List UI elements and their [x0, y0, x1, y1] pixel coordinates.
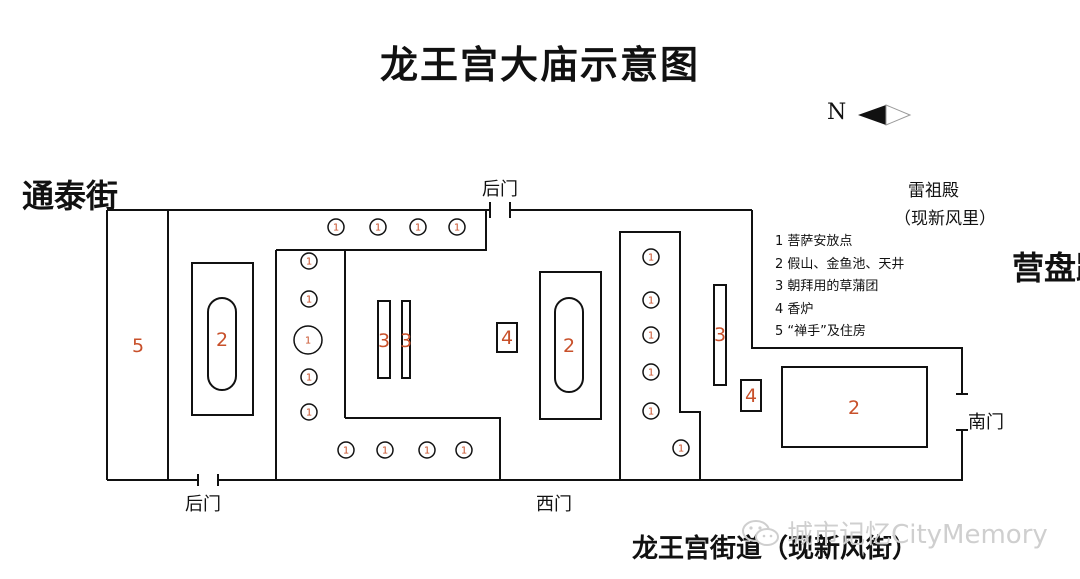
cushion [377, 300, 391, 379]
statue-marker [300, 252, 318, 270]
street-west-label: 通泰街 [22, 177, 119, 215]
statue-marker [300, 403, 318, 421]
label-pond: 2 [216, 329, 228, 351]
statue-marker [376, 441, 394, 459]
statue-label: 1 [454, 223, 460, 234]
statue-label: 1 [306, 373, 312, 384]
gate-back-bottom: 后门 [185, 494, 221, 515]
statue-marker [369, 218, 387, 236]
legend-item: 2 假山、金鱼池、天井 [775, 256, 905, 272]
statue-marker [448, 218, 466, 236]
label-cushion: 3 [378, 330, 390, 352]
statue-marker [642, 291, 660, 309]
statue-label: 1 [461, 446, 467, 457]
pond-pool [207, 297, 237, 391]
statue-group: 1 1 1 1 1 1 1 1 1 1 1 1 1 1 1 1 1 1 1 [293, 218, 690, 459]
statue-label: 1 [648, 253, 654, 264]
street-east-yingpan: 营盘路 [1012, 242, 1080, 294]
statue-marker [300, 368, 318, 386]
map-title: 龙王宫大庙示意图 [379, 42, 700, 87]
cushion [401, 300, 411, 379]
statue-marker [455, 441, 473, 459]
wall-east-step [751, 210, 963, 394]
zone-labels: 5 2 2 2 3 3 3 4 4 [132, 324, 860, 419]
inner-wall [345, 417, 501, 480]
statue-label: 1 [648, 296, 654, 307]
street-east-label: 营盘路 [1012, 249, 1080, 287]
statue-marker [418, 441, 436, 459]
statue-marker [642, 248, 660, 266]
statue-marker [642, 363, 660, 381]
statue-label: 1 [306, 257, 312, 268]
gate-south: 南门 [968, 412, 1004, 433]
cushion [713, 284, 727, 386]
statue-marker [300, 290, 318, 308]
pond-courtyard [539, 271, 602, 420]
street-west-tongtai: 通泰街 [22, 170, 118, 222]
legend-item: 4 香炉 [775, 301, 814, 317]
pond-courtyard [191, 262, 254, 416]
label-incense: 4 [745, 385, 757, 407]
incense-burner [496, 322, 518, 353]
north-label: N [827, 100, 847, 125]
statue-marker [642, 326, 660, 344]
statue-marker [337, 441, 355, 459]
gate-west: 西门 [536, 494, 572, 515]
statue-label: 1 [424, 446, 430, 457]
statue-label: 1 [415, 223, 421, 234]
statue-marker [672, 439, 690, 457]
wall-south-east [600, 430, 963, 481]
legend-item: 1 菩萨安放点 [775, 234, 853, 249]
north-arrow-icon [858, 104, 912, 126]
statue-label: 1 [648, 407, 654, 418]
statue-label: 1 [382, 446, 388, 457]
watermark: 城市记忆CityMemory [740, 514, 1048, 551]
incense-burner [740, 379, 762, 412]
statue-label: 1 [333, 223, 339, 234]
inner-wall [619, 231, 701, 480]
label-incense: 4 [501, 327, 513, 349]
label-pond: 2 [848, 397, 860, 419]
label-cushion: 3 [400, 330, 412, 352]
statue-label: 1 [648, 368, 654, 379]
statue-marker [409, 218, 427, 236]
legend: 1 菩萨安放点 2 假山、金鱼池、天井 3 朝拜用的草蒲团 4 香炉 5 “禅手… [775, 231, 904, 344]
landmark-leizu-hall: 雷祖殿 [908, 181, 959, 201]
statue-label: 1 [648, 331, 654, 342]
gate-back-top: 后门 [482, 179, 518, 200]
label-cushion: 3 [714, 324, 726, 346]
legend-item: 5 “禅手”及住房 [775, 324, 866, 339]
legend-item: 3 朝拜用的草蒲团 [775, 279, 879, 294]
statue-marker [642, 402, 660, 420]
pond-pool [554, 297, 584, 393]
statue-label: 1 [375, 223, 381, 234]
landmark-note: （现新风里） [894, 209, 996, 229]
watermark-text: 城市记忆CityMemory [787, 520, 1048, 550]
label-pond: 2 [563, 335, 575, 357]
statue-label: 1 [305, 336, 311, 347]
statue-label: 1 [678, 444, 684, 455]
statue-marker [327, 218, 345, 236]
statue-label: 1 [343, 446, 349, 457]
statue-label: 1 [306, 408, 312, 419]
pond-courtyard [781, 366, 928, 448]
statue-marker [293, 325, 323, 355]
statue-label: 1 [306, 295, 312, 306]
label-housing: 5 [132, 335, 144, 357]
wechat-icon [742, 519, 779, 546]
